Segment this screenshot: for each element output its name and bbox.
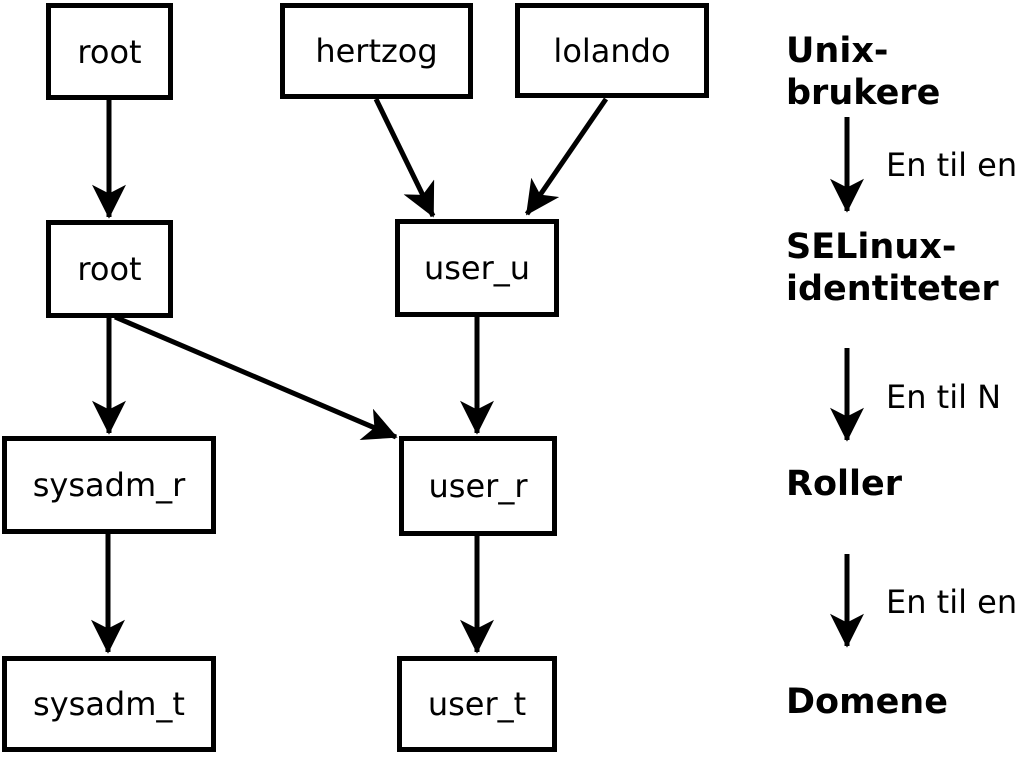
node-label: sysadm_t bbox=[33, 685, 185, 723]
legend-relation-one-to-n: En til N bbox=[886, 378, 1002, 416]
node-unix-lolando: lolando bbox=[515, 3, 709, 98]
node-role-user_r: user_r bbox=[399, 436, 557, 536]
node-label: hertzog bbox=[315, 32, 438, 70]
legend-level-unix-users: Unix-brukere bbox=[786, 31, 941, 113]
legend-level-selinux-identities: SELinux-identiteter bbox=[786, 227, 999, 309]
legend-relation-one-to-one-1: En til en bbox=[886, 146, 1018, 184]
edge-hertzog-to-user_u bbox=[373, 97, 436, 218]
node-label: root bbox=[77, 32, 142, 71]
legend-level-domains: Domene bbox=[786, 682, 948, 722]
node-label: user_r bbox=[428, 467, 528, 505]
edge-selinux-root-to-user_r bbox=[114, 314, 398, 440]
node-unix-hertzog: hertzog bbox=[280, 3, 473, 99]
node-selinux-root: root bbox=[46, 220, 173, 318]
node-label: sysadm_r bbox=[32, 466, 186, 504]
node-label: root bbox=[77, 250, 142, 288]
node-role-sysadm_r: sysadm_r bbox=[2, 436, 216, 534]
node-label: lolando bbox=[553, 31, 671, 70]
edge-lolando-to-user_u bbox=[524, 97, 609, 216]
node-selinux-user_u: user_u bbox=[395, 219, 559, 317]
legend-level-roles: Roller bbox=[786, 464, 902, 504]
node-unix-root: root bbox=[46, 3, 173, 100]
node-domain-user_t: user_t bbox=[397, 656, 557, 752]
node-domain-sysadm_t: sysadm_t bbox=[2, 656, 216, 752]
legend-relation-one-to-one-2: En til en bbox=[886, 583, 1018, 621]
node-label: user_u bbox=[423, 249, 531, 287]
node-label: user_t bbox=[427, 685, 527, 723]
